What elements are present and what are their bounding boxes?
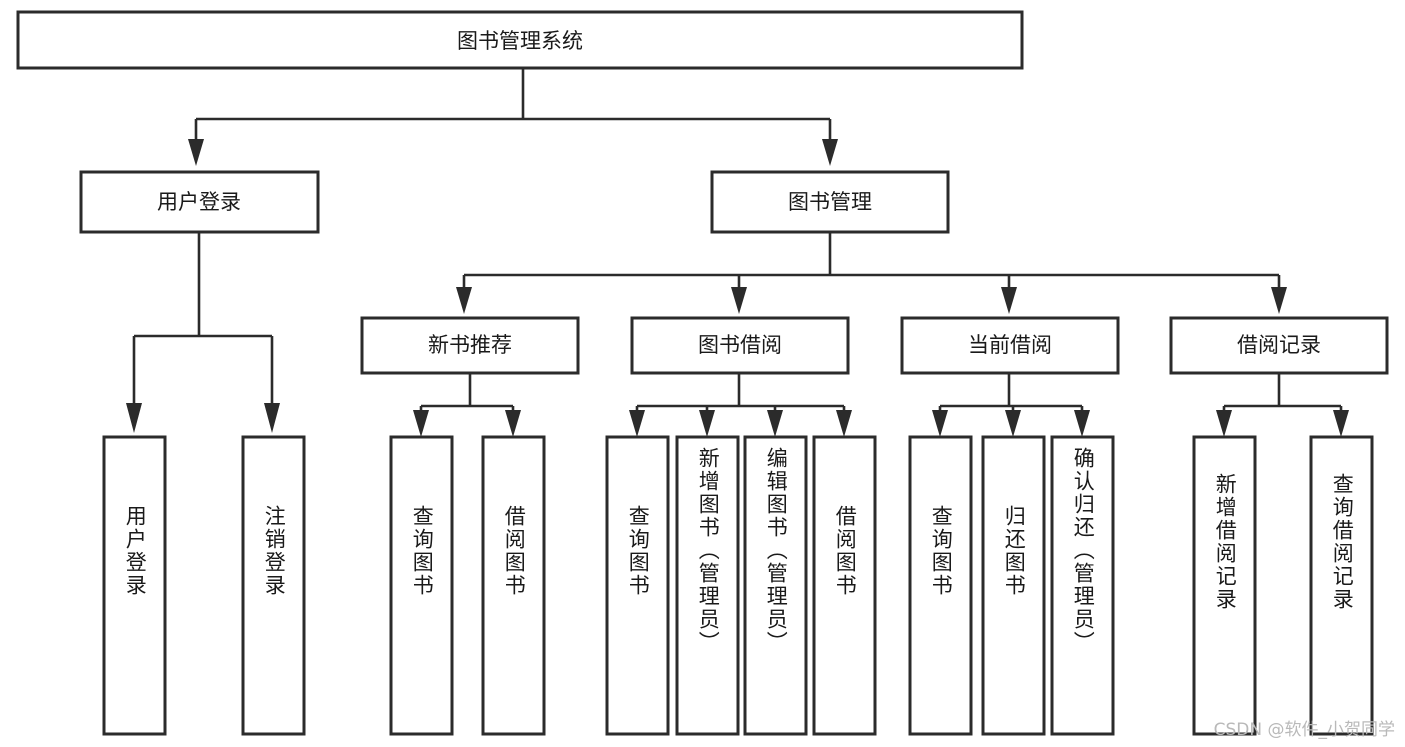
arrow-head-icon <box>456 287 472 314</box>
connector-root-to-level1 <box>188 68 838 166</box>
node-current-borrow[interactable]: 当前借阅 <box>900 316 1120 375</box>
arrow-head-icon <box>836 410 852 437</box>
node-book-borrow-label: 图书借阅 <box>698 333 782 357</box>
node-user-login[interactable]: 用户登录 <box>79 170 320 234</box>
leaf-box-add-book[interactable] <box>675 435 740 736</box>
arrow-head-icon <box>188 139 204 166</box>
node-book-borrow-box[interactable] <box>630 316 850 375</box>
node-root[interactable]: 图书管理系统 <box>16 10 1024 70</box>
node-user-login-box[interactable] <box>79 170 320 234</box>
arrow-head-icon <box>264 403 280 433</box>
node-book-borrow[interactable]: 图书借阅 <box>630 316 850 375</box>
arrow-head-icon <box>629 410 645 437</box>
arrow-head-icon <box>731 287 747 314</box>
node-current-borrow-label: 当前借阅 <box>968 333 1052 357</box>
leaf-box-query-book-2[interactable] <box>605 435 670 736</box>
node-book-manage[interactable]: 图书管理 <box>710 170 950 234</box>
connector-borrow-record-to-leaves <box>1216 373 1349 437</box>
node-borrow-record-box[interactable] <box>1169 316 1389 375</box>
node-root-box[interactable] <box>16 10 1024 70</box>
leaf-box-borrow-book-2[interactable] <box>812 435 877 736</box>
connector-current-borrow-to-leaves <box>932 373 1090 437</box>
leaf-box-user-login[interactable] <box>102 435 167 736</box>
node-book-manage-label: 图书管理 <box>788 190 872 214</box>
node-borrow-record[interactable]: 借阅记录 <box>1169 316 1389 375</box>
leaf-box-query-book-3[interactable] <box>908 435 973 736</box>
arrow-head-icon <box>767 410 783 437</box>
leaf-boxes <box>102 435 1374 736</box>
arrow-head-icon <box>413 410 429 437</box>
arrow-head-icon <box>1005 410 1021 437</box>
connector-book-borrow-to-leaves <box>629 373 852 437</box>
node-new-book-recommend-label: 新书推荐 <box>428 333 512 357</box>
arrow-head-icon <box>1333 410 1349 437</box>
connector-book-manage-to-level2 <box>456 232 1287 314</box>
leaf-box-query-record[interactable] <box>1309 435 1374 736</box>
leaf-box-edit-book[interactable] <box>743 435 808 736</box>
node-book-manage-box[interactable] <box>710 170 950 234</box>
arrow-head-icon <box>1271 287 1287 314</box>
connector-new-book-recommend-to-leaves <box>413 373 521 437</box>
leaf-box-borrow-book-1[interactable] <box>481 435 546 736</box>
leaf-box-user-logout[interactable] <box>241 435 306 736</box>
arrow-head-icon <box>932 410 948 437</box>
leaf-box-return-book[interactable] <box>981 435 1046 736</box>
leaf-box-confirm-return[interactable] <box>1050 435 1115 736</box>
arrow-head-icon <box>1001 287 1017 314</box>
connector-user-login-to-leaves <box>126 232 280 433</box>
node-new-book-recommend-box[interactable] <box>360 316 580 375</box>
watermark-text: CSDN @软件_小贺同学 <box>1213 720 1395 740</box>
node-new-book-recommend[interactable]: 新书推荐 <box>360 316 580 375</box>
leaf-box-add-record[interactable] <box>1192 435 1257 736</box>
arrow-head-icon <box>822 139 838 166</box>
arrow-head-icon <box>699 410 715 437</box>
leaf-box-query-book-1[interactable] <box>389 435 454 736</box>
arrow-head-icon <box>1074 410 1090 437</box>
arrow-head-icon <box>126 403 142 433</box>
node-root-label: 图书管理系统 <box>457 29 583 53</box>
node-borrow-record-label: 借阅记录 <box>1237 333 1321 357</box>
node-current-borrow-box[interactable] <box>900 316 1120 375</box>
node-user-login-label: 用户登录 <box>157 190 241 214</box>
arrow-head-icon <box>1216 410 1232 437</box>
arrow-head-icon <box>505 410 521 437</box>
